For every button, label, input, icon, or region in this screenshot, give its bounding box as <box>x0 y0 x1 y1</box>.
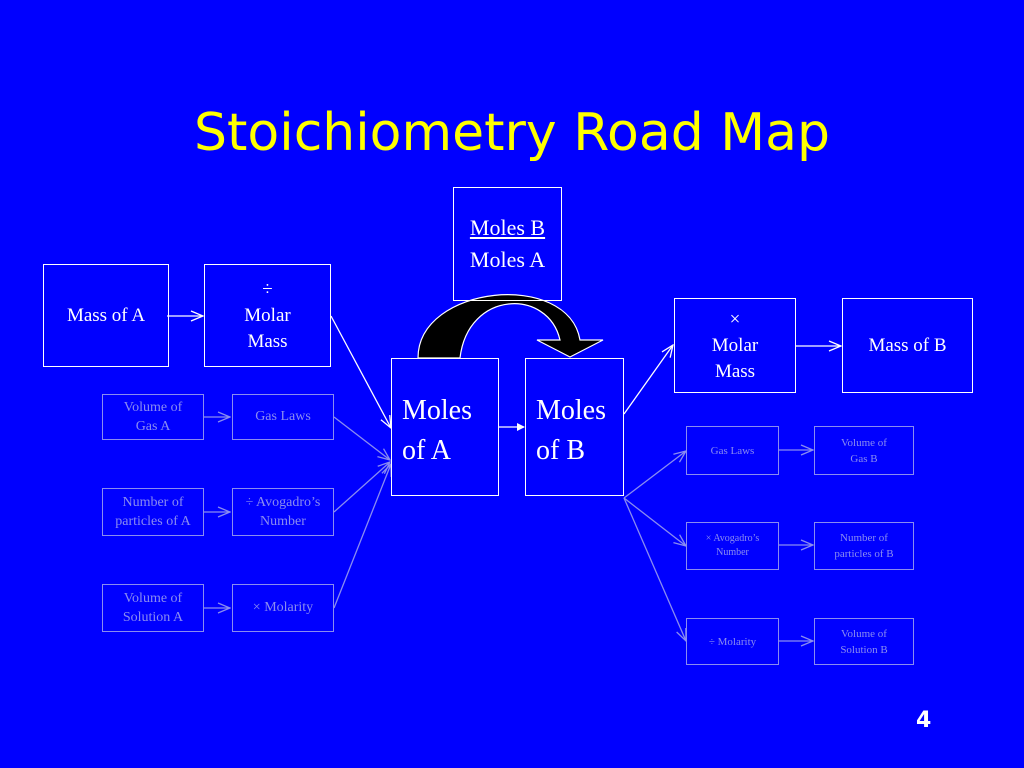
arrow-moles-b-to-molar <box>623 345 673 415</box>
mass-label: Mass <box>247 330 288 352</box>
times-molar-mass-box: × Molar Mass <box>674 298 796 393</box>
mass-of-b-label: Mass of B <box>868 334 947 356</box>
molar-label: Molar <box>244 304 291 326</box>
mass-of-b-box: Mass of B <box>842 298 973 393</box>
slide-title: Stoichiometry Road Map <box>194 103 830 163</box>
mole-ratio-box: Moles B Moles A <box>453 187 562 301</box>
divide-molar-mass-box: ÷ Molar Mass <box>204 264 331 367</box>
ratio-denominator: Moles A <box>469 247 546 272</box>
molarity-a-box: × Molarity <box>232 584 334 632</box>
gas-laws-a-box: Gas Laws <box>232 394 334 440</box>
mass-of-a-box: Mass of A <box>43 264 169 367</box>
gas-laws-b-box: Gas Laws <box>686 426 779 475</box>
divide-symbol: ÷ <box>262 278 273 300</box>
mass-of-a-label: Mass of A <box>66 304 146 326</box>
page-number: 4 <box>916 708 932 733</box>
arrow-molar-to-moles-a <box>330 315 391 428</box>
moles-of-a-box: Moles of A <box>391 358 499 496</box>
curved-arrow <box>417 294 604 359</box>
molarity-b-box: ÷ Molarity <box>686 618 779 665</box>
times-symbol: × <box>729 308 741 330</box>
ratio-numerator: Moles B <box>469 215 546 240</box>
moles-of-b-box: Moles of B <box>525 358 624 496</box>
